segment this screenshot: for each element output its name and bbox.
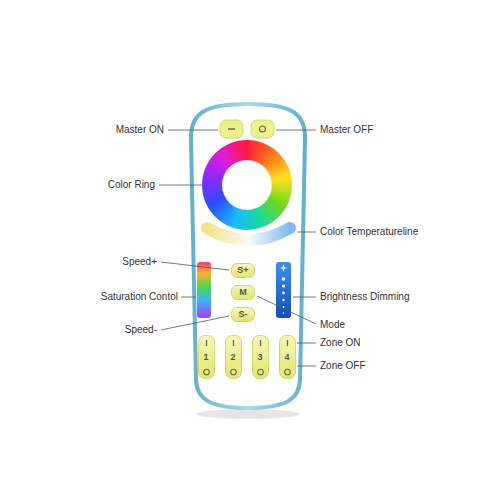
callout-label: Master OFF bbox=[320, 123, 373, 137]
callout-label: Mode bbox=[320, 318, 345, 332]
leader-line bbox=[257, 296, 316, 324]
leader-line bbox=[161, 316, 229, 330]
leader-line bbox=[276, 130, 316, 131]
leader-line bbox=[293, 297, 316, 298]
color-ring-center bbox=[222, 160, 272, 210]
on-symbol bbox=[205, 340, 206, 346]
on-symbol bbox=[259, 340, 260, 346]
saturation-bar bbox=[197, 262, 211, 318]
off-symbol bbox=[257, 369, 263, 375]
button-label: 1 bbox=[203, 352, 208, 362]
off-symbol bbox=[260, 126, 266, 132]
off-symbol bbox=[203, 369, 209, 375]
remote-shadow bbox=[196, 409, 300, 419]
callout-label: Speed+ bbox=[122, 255, 157, 269]
callout-label: Color Ring bbox=[108, 178, 155, 192]
leader-line bbox=[297, 232, 316, 233]
on-symbol bbox=[286, 340, 287, 346]
dot bbox=[282, 299, 284, 301]
callout-label: Zone ON bbox=[320, 336, 361, 350]
off-symbol bbox=[230, 369, 236, 375]
callout-label: Master ON bbox=[116, 123, 164, 137]
callout-label: Brightness Dimming bbox=[320, 290, 409, 304]
brightness-bar bbox=[276, 262, 291, 318]
leader-line bbox=[168, 130, 218, 131]
dot bbox=[282, 292, 285, 295]
on-symbol bbox=[228, 128, 235, 130]
leader-line bbox=[181, 297, 196, 298]
function-button: S+ bbox=[231, 263, 255, 278]
leader-line bbox=[161, 262, 229, 270]
callout-label: Speed- bbox=[125, 323, 157, 337]
master-on-button bbox=[220, 120, 243, 138]
leader-lines bbox=[159, 130, 316, 366]
button-label: M bbox=[239, 287, 247, 297]
leader-line bbox=[159, 185, 202, 186]
leader-line bbox=[297, 366, 316, 367]
dot bbox=[282, 277, 286, 281]
off-symbol bbox=[284, 369, 290, 375]
callout-label: Color Temperatureline bbox=[320, 225, 418, 239]
zone-button: 2 bbox=[225, 335, 242, 379]
button-label: 2 bbox=[230, 352, 235, 362]
callout-label: Zone OFF bbox=[320, 359, 366, 373]
dot bbox=[283, 306, 285, 308]
button-label: S+ bbox=[237, 265, 248, 275]
brightness-dots bbox=[279, 264, 288, 314]
callout-label: Saturation Contol bbox=[101, 290, 178, 304]
zone-button: 3 bbox=[252, 335, 269, 379]
dot bbox=[283, 312, 285, 314]
function-button: M bbox=[231, 285, 255, 300]
zone-button: 4 bbox=[279, 335, 296, 379]
leader-line bbox=[297, 343, 316, 344]
function-button: S- bbox=[231, 307, 255, 322]
zone-button: 1 bbox=[198, 335, 215, 379]
on-symbol bbox=[232, 340, 233, 346]
master-off-button bbox=[251, 120, 274, 138]
button-label: 3 bbox=[257, 352, 262, 362]
button-label: S- bbox=[239, 309, 248, 319]
brightness-star bbox=[279, 264, 288, 272]
dot bbox=[282, 284, 285, 287]
remote-body bbox=[191, 104, 305, 408]
button-label: 4 bbox=[284, 352, 289, 362]
